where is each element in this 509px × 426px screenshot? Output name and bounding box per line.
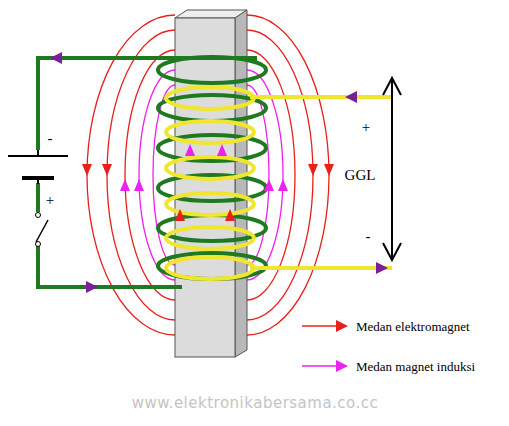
field-arrows [82, 144, 334, 221]
field-arrow [120, 179, 130, 191]
field-arrow [217, 144, 227, 156]
primary-winding [158, 253, 266, 279]
secondary-winding [166, 257, 254, 279]
field-arrow [225, 209, 235, 221]
secondary-winding [166, 157, 254, 179]
field-arrow [185, 144, 195, 156]
field-arrow [264, 179, 274, 191]
watermark: www.elektronikabersama.co.cc [132, 396, 379, 411]
polarity-sign: - [366, 229, 371, 244]
coil-windings [158, 57, 266, 279]
field-arrow [175, 209, 185, 221]
current-arrows [50, 52, 388, 293]
field-arrow [278, 179, 288, 191]
iron-core [175, 10, 247, 357]
legend-text: Medan magnet induksi [356, 360, 475, 373]
legend-arrow [300, 319, 350, 333]
field-arrow [82, 164, 92, 176]
primary-wire [38, 58, 255, 287]
secondary-winding [166, 121, 254, 143]
secondary-wire [250, 97, 392, 268]
field-arrow [134, 179, 144, 191]
switch-symbol [36, 213, 49, 247]
emf-arrow [383, 78, 401, 260]
polarity-sign: + [46, 193, 54, 208]
legend-text: Medan elektromagnet [356, 320, 470, 333]
polarity-sign: - [48, 131, 53, 146]
field-arrow [324, 164, 334, 176]
secondary-winding [166, 87, 254, 109]
legend-arrow [300, 359, 350, 373]
secondary-winding [166, 227, 254, 249]
field-arrow [308, 164, 318, 176]
polarity-sign: + [362, 120, 370, 135]
field-arrow [102, 164, 112, 176]
battery-symbol [8, 150, 68, 184]
emf-label: GGL [345, 168, 376, 183]
primary-winding [158, 57, 266, 83]
